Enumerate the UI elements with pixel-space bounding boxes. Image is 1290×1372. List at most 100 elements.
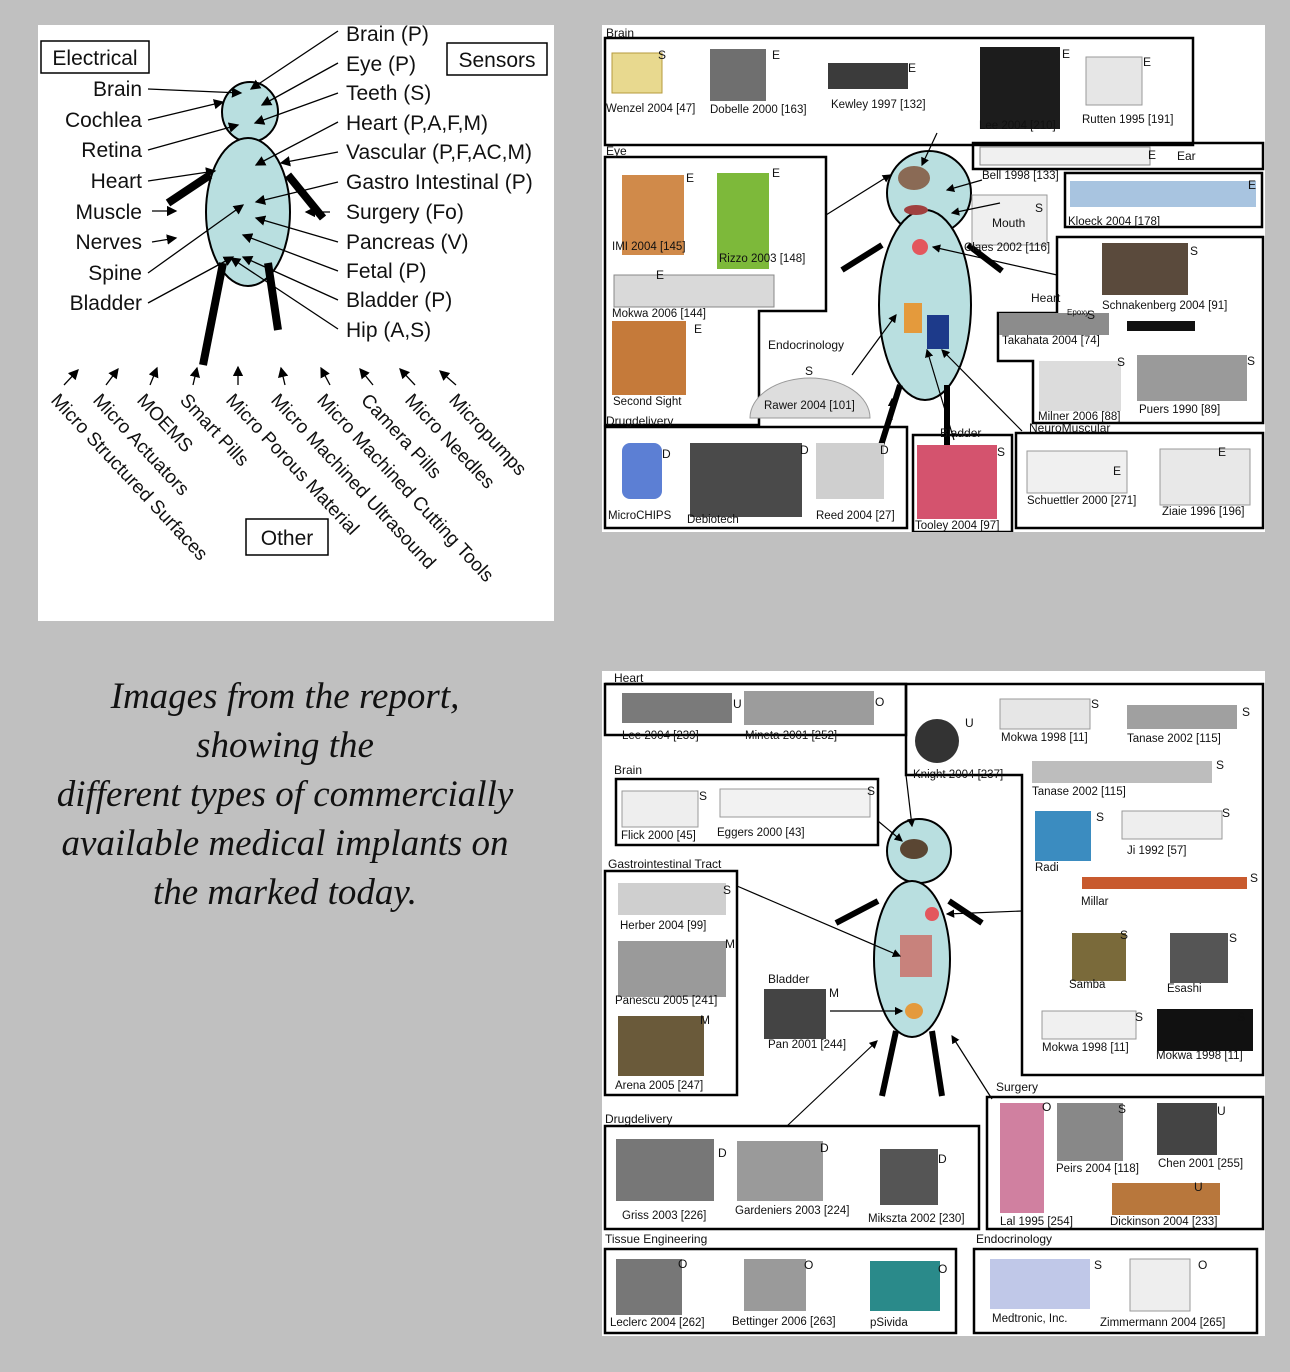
section-title-heart: Heart [614,671,644,685]
right-label: Teeth (S) [346,82,431,105]
svg-text:Tooley 2004 [97]: Tooley 2004 [97] [915,520,999,532]
svg-text:MicroCHIPS: MicroCHIPS [608,510,672,522]
svg-text:Mokwa 2006 [144]: Mokwa 2006 [144] [612,308,706,320]
svg-text:E: E [772,48,780,62]
figure-torso [205,137,291,287]
left-label: Brain [93,78,142,101]
sensors-label: Sensors [458,49,535,72]
svg-text:Puers 1990 [89]: Puers 1990 [89] [1139,404,1220,416]
svg-text:D: D [662,447,671,461]
svg-text:D: D [820,1141,829,1155]
svg-text:Ziaie 1996 [196]: Ziaie 1996 [196] [1162,506,1244,518]
svg-text:Millar: Millar [1081,896,1109,908]
svg-text:M: M [725,937,735,951]
active-implants-diagram: Brain Eye Ear Mouth Heart Endocrinology … [602,25,1265,532]
svg-text:U: U [733,697,742,711]
svg-text:Schuettler 2000 [271]: Schuettler 2000 [271] [1027,495,1136,507]
svg-text:Radi: Radi [1035,862,1059,874]
svg-text:Milner 2006 [88]: Milner 2006 [88] [1038,411,1120,423]
svg-text:Schnakenberg 2004 [91]: Schnakenberg 2004 [91] [1102,300,1227,312]
caption-line: the marked today. [152,872,418,913]
section-title-ear: Ear [1177,149,1196,163]
svg-text:Kloeck 2004 [178]: Kloeck 2004 [178] [1068,216,1160,228]
type-tags: U O U S S S S S S S S S S S S S M M M O … [678,695,1258,1276]
left-label: Nerves [75,231,142,254]
svg-text:D: D [800,443,809,457]
svg-text:Claes 2002 [116]: Claes 2002 [116] [964,242,1050,254]
svg-text:Mineta 2001 [252]: Mineta 2001 [252] [745,730,837,742]
svg-text:S: S [1250,871,1258,885]
svg-text:S: S [1216,758,1224,772]
svg-text:Lee 2004 [210]: Lee 2004 [210] [979,120,1056,132]
svg-text:S: S [1229,931,1237,945]
section-title-surgery: Surgery [996,1080,1038,1094]
sensor-labels: Brain (P) Eye (P) Teeth (S) Heart (P,A,F… [346,25,533,342]
section-title-tissue: Tissue Engineering [605,1232,707,1246]
svg-text:O: O [1198,1258,1207,1272]
svg-text:Leclerc 2004 [262]: Leclerc 2004 [262] [610,1317,705,1329]
svg-text:Pan 2001 [244]: Pan 2001 [244] [768,1039,846,1051]
left-label: Heart [91,170,143,193]
svg-text:M: M [700,1013,710,1027]
svg-text:Samba: Samba [1069,979,1106,991]
caption-line: different types of commercially [56,774,514,815]
svg-text:E: E [908,61,916,75]
svg-text:D: D [880,443,889,457]
svg-text:Rawer 2004 [101]: Rawer 2004 [101] [764,400,855,412]
left-label: Spine [88,262,142,285]
svg-text:S: S [997,445,1005,459]
svg-text:Knight 2004 [237]: Knight 2004 [237] [913,769,1003,781]
right-label: Vascular (P,F,AC,M) [346,141,532,164]
svg-text:O: O [875,695,884,709]
caption-line: showing the [196,725,374,766]
svg-text:S: S [1087,308,1095,322]
svg-text:E: E [772,166,780,180]
right-label: Bladder (P) [346,289,452,312]
svg-text:Bell 1998 [133]: Bell 1998 [133] [982,170,1059,182]
other-items: Micro Structured Surfaces Micro Actuator… [46,390,530,586]
section-title-drugdelivery: Drugdelivery [605,1112,672,1126]
svg-text:E: E [656,268,664,282]
svg-text:E: E [1218,445,1226,459]
svg-text:Lee 2004 [239]: Lee 2004 [239] [622,730,699,742]
section-title-bladder: Bladder [768,972,809,986]
section-title-gi: Gastrointestinal Tract [608,857,722,871]
left-label: Retina [81,139,142,162]
svg-text:U: U [1217,1104,1226,1118]
svg-text:Medtronic, Inc.: Medtronic, Inc. [992,1313,1067,1325]
svg-text:S: S [805,364,813,378]
svg-text:Mokwa 1998 [11]: Mokwa 1998 [11] [1001,732,1088,744]
caption-line: available medical implants on [61,823,509,864]
section-title-drugdelivery: Drugdelivery [606,414,673,428]
svg-text:Flick 2000 [45]: Flick 2000 [45] [621,830,696,842]
section-title-bladder: Bladder [940,426,981,440]
right-label: Pancreas (V) [346,231,469,254]
right-label: Hip (A,S) [346,319,431,342]
svg-text:S: S [723,883,731,897]
svg-text:Mokwa 1998 [11]: Mokwa 1998 [11] [1042,1042,1129,1054]
svg-text:U: U [965,716,974,730]
svg-text:IMI 2004 [145]: IMI 2004 [145] [612,241,686,253]
svg-text:Takahata 2004 [74]: Takahata 2004 [74] [1002,335,1100,347]
caption-line: Images from the report, [110,676,460,717]
svg-text:Gardeniers 2003 [224]: Gardeniers 2003 [224] [735,1205,849,1217]
svg-text:Dickinson 2004 [233]: Dickinson 2004 [233] [1110,1216,1217,1228]
svg-text:Zimmermann 2004 [265]: Zimmermann 2004 [265] [1100,1317,1225,1329]
image-captions: Lee 2004 [239] Mineta 2001 [252] Knight … [610,730,1243,1329]
svg-text:D: D [718,1146,727,1160]
svg-text:E: E [694,322,702,336]
svg-text:S: S [1091,697,1099,711]
svg-text:S: S [699,789,707,803]
passive-implants-diagram: Heart Brain Gastrointestinal Tract Bladd… [602,671,1265,1336]
svg-text:Rutten 1995 [191]: Rutten 1995 [191] [1082,114,1173,126]
sensors-box [446,42,548,76]
figure-caption: Images from the report, showing the diff… [20,672,550,917]
electrical-box [40,40,150,74]
svg-text:S: S [1117,355,1125,369]
svg-text:Herber 2004 [99]: Herber 2004 [99] [620,920,706,932]
svg-text:Eggers 2000 [43]: Eggers 2000 [43] [717,827,805,839]
svg-text:O: O [678,1257,687,1271]
type-tags: S E E E E E E E E E E S S S S S S D D D … [656,47,1256,478]
svg-text:S: S [1247,354,1255,368]
implant-images [616,691,1253,1315]
